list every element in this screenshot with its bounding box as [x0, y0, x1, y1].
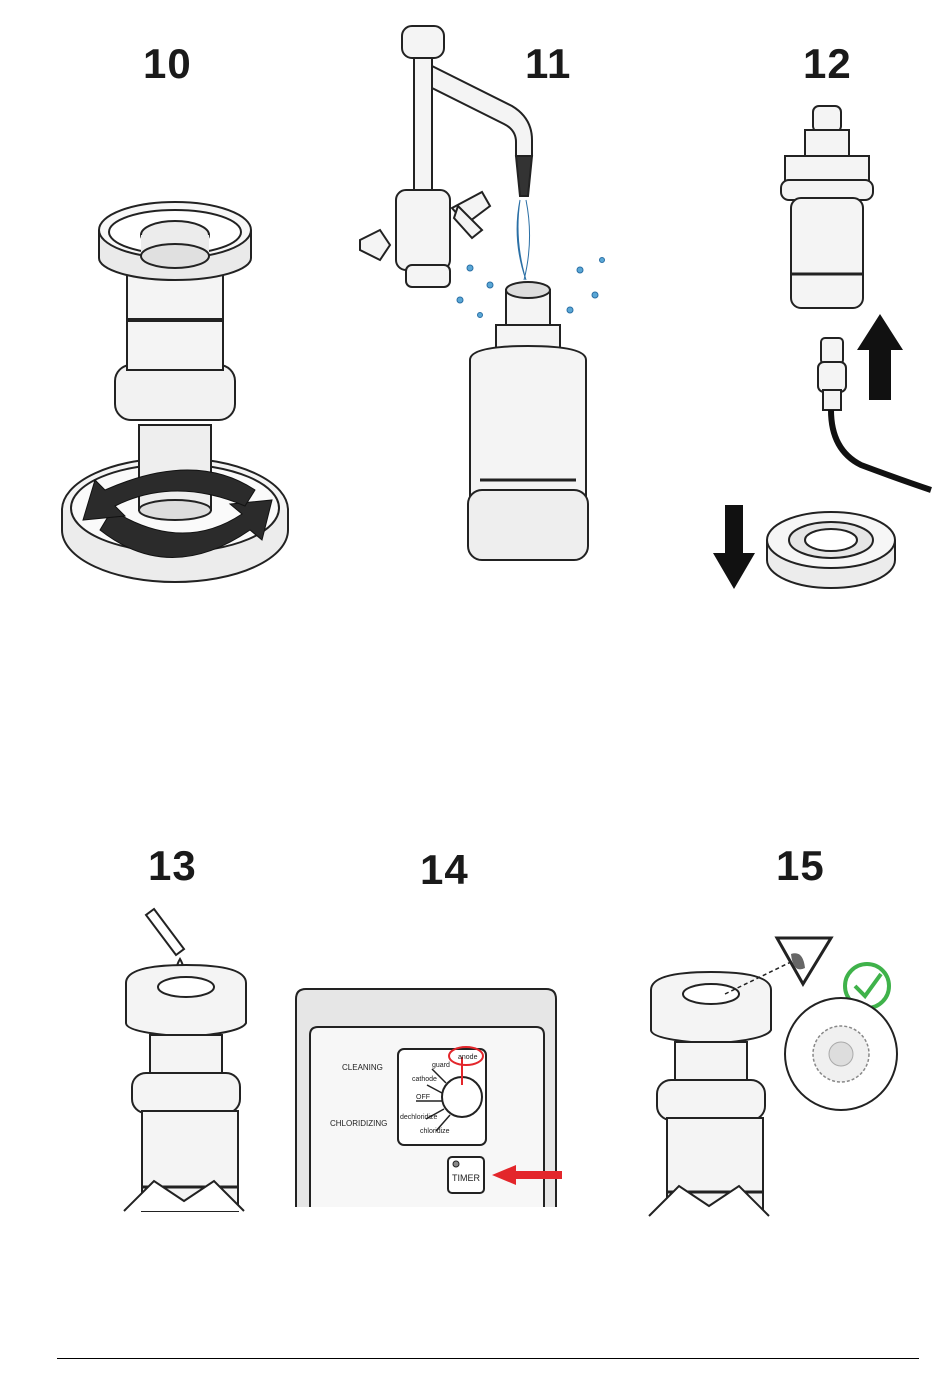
figure-11-rinse-under-tap [340, 20, 620, 580]
figure-12-disconnect-and-remove-base [705, 100, 935, 600]
figure-14-control-panel: CLEANING CHLORIDIZING anode guard cathod… [292, 985, 567, 1210]
step-number-12: 12 [803, 40, 852, 88]
dial-anode: anode [458, 1054, 478, 1061]
cleaning-label: CLEANING [342, 1063, 383, 1072]
step-number-13: 13 [148, 842, 197, 890]
figure-13-apply-drops [120, 905, 260, 1215]
figure-10-rotate-in-dish [55, 190, 295, 590]
dial-cathode: cathode [412, 1076, 437, 1083]
dial-dechloridize: dechloridize [400, 1114, 437, 1121]
step-number-10: 10 [143, 40, 192, 88]
dial-guard: guard [432, 1062, 450, 1069]
footer-divider [57, 1358, 919, 1359]
step-number-15: 15 [776, 842, 825, 890]
dial-off: OFF [416, 1094, 430, 1101]
timer-label: TIMER [452, 1173, 480, 1183]
chloridizing-label: CHLORIDIZING [330, 1119, 387, 1128]
eye-icon [777, 938, 831, 984]
dial-chloridize: chloridize [420, 1128, 450, 1135]
timer-indicator-led [453, 1161, 459, 1167]
figure-15-inspect-sensor [645, 930, 905, 1220]
step-number-14: 14 [420, 846, 469, 894]
